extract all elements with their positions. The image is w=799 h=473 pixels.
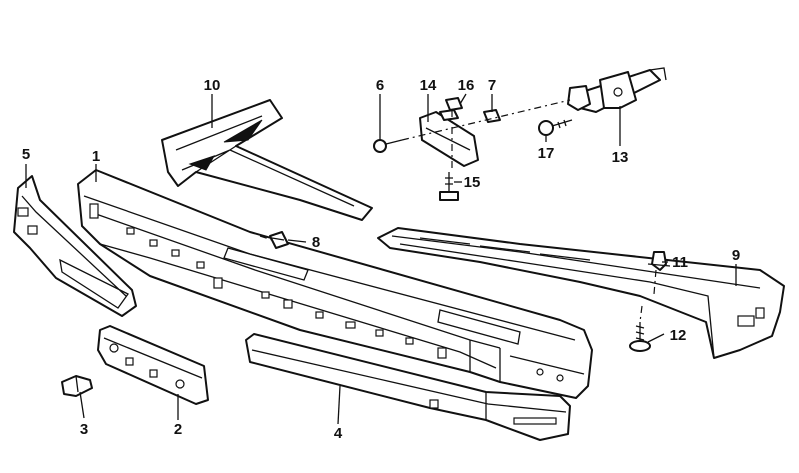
callout-6: 6 bbox=[376, 77, 384, 94]
part-3-clip bbox=[61, 375, 93, 397]
callout-12: 12 bbox=[670, 327, 687, 344]
callout-4: 4 bbox=[334, 425, 343, 442]
part-11-push-clip bbox=[647, 251, 671, 271]
callout-5: 5 bbox=[22, 146, 30, 163]
part-2-bracket bbox=[97, 325, 209, 405]
callout-7: 7 bbox=[488, 77, 496, 94]
callout-3: 3 bbox=[80, 421, 88, 438]
leader-lines bbox=[25, 93, 737, 425]
callout-16: 16 bbox=[458, 77, 475, 94]
callout-8: 8 bbox=[312, 234, 320, 251]
callout-14: 14 bbox=[420, 77, 437, 94]
assembly-axes bbox=[259, 99, 657, 323]
callouts: 1 2 3 4 5 6 7 8 9 10 11 12 13 14 15 16 1… bbox=[22, 77, 740, 442]
part-17-bolt bbox=[538, 119, 573, 136]
callout-9: 9 bbox=[732, 247, 740, 264]
part-5-side-bracket bbox=[13, 175, 137, 317]
callout-17: 17 bbox=[538, 145, 555, 162]
part-10-upper-cover bbox=[161, 99, 373, 221]
part-6-bolt bbox=[373, 139, 403, 153]
part-4-lower-trim bbox=[245, 333, 571, 441]
callout-15: 15 bbox=[464, 174, 481, 191]
callout-1: 1 bbox=[92, 148, 100, 165]
part-16-nut bbox=[445, 97, 463, 111]
part-1-bumper-shell bbox=[77, 169, 593, 399]
part-12-screw bbox=[629, 322, 651, 352]
part-15-bolt bbox=[439, 172, 459, 201]
part-8-clip-nut bbox=[269, 231, 289, 249]
callout-10: 10 bbox=[204, 77, 221, 94]
callout-13: 13 bbox=[612, 149, 629, 166]
part-9-right-section bbox=[377, 227, 785, 359]
part-14-bracket bbox=[419, 109, 479, 167]
callout-11: 11 bbox=[672, 254, 688, 271]
callout-2: 2 bbox=[174, 421, 182, 438]
part-13-mount-shock bbox=[567, 67, 667, 113]
